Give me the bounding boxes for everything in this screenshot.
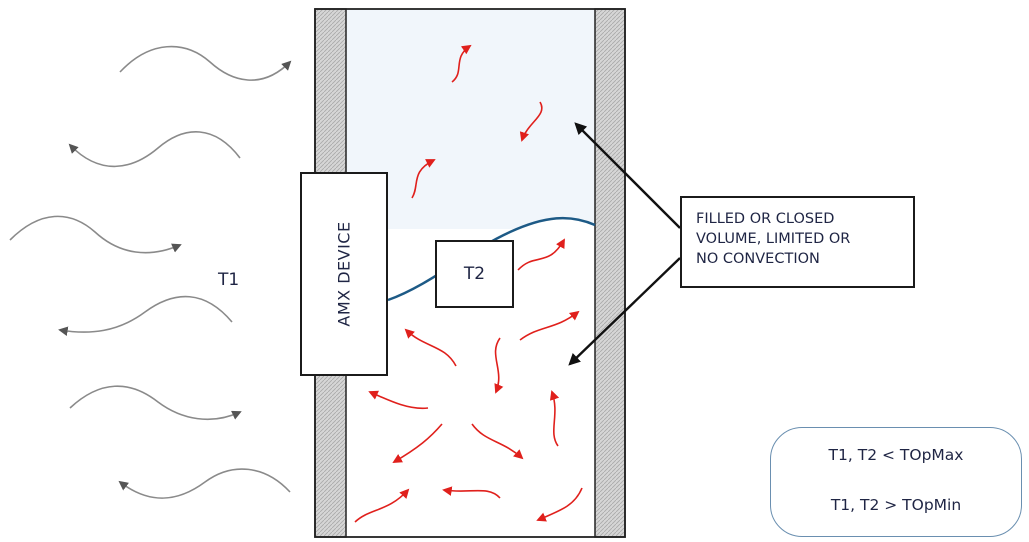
min-condition: T1, T2 > TOpMin xyxy=(830,496,962,514)
convection-arrow xyxy=(354,488,410,523)
callout-pointers xyxy=(568,122,681,366)
airflow-arrow xyxy=(119,45,292,81)
airflow-arrow xyxy=(58,295,233,336)
convection-arrow xyxy=(517,238,565,271)
convection-arrow xyxy=(519,310,580,341)
right-wall xyxy=(594,8,626,538)
amx-device-label: AMX DEVICE xyxy=(334,221,354,327)
convection-arrow xyxy=(368,390,429,410)
internal-temp-box: T2 xyxy=(435,240,514,308)
airflow-arrow xyxy=(118,468,291,499)
max-condition: T1, T2 < TOpMax xyxy=(828,446,964,464)
volume-callout-box: FILLED OR CLOSED VOLUME, LIMITED OR NO C… xyxy=(680,196,915,288)
callout-line: NO CONVECTION xyxy=(696,251,820,267)
fill-level-line xyxy=(387,216,596,302)
operating-conditions-box: T1, T2 < TOpMax T1, T2 > TOpMin xyxy=(770,427,1022,537)
convection-arrow xyxy=(471,423,524,460)
convection-arrow xyxy=(549,390,560,447)
callout-line: FILLED OR CLOSED xyxy=(696,211,835,227)
airflow-arrow xyxy=(9,215,182,254)
convection-arrow xyxy=(392,423,443,463)
pointer-arrow-lower xyxy=(568,257,681,366)
internal-convection xyxy=(354,44,583,523)
callout-line: VOLUME, LIMITED OR xyxy=(696,231,851,247)
airflow-arrow xyxy=(68,131,241,168)
ambient-airflow xyxy=(9,45,292,499)
convection-arrow xyxy=(442,486,501,499)
internal-temp-label: T2 xyxy=(463,264,486,284)
ambient-temp-label: T1 xyxy=(218,270,240,290)
convection-arrow xyxy=(411,159,436,199)
convection-arrow xyxy=(494,337,504,394)
convection-arrow xyxy=(536,487,583,522)
pointer-arrow-upper xyxy=(574,122,681,229)
convection-arrow xyxy=(451,44,472,83)
amx-device-box: AMX DEVICE xyxy=(300,172,388,376)
convection-arrow xyxy=(404,328,457,367)
convection-arrow xyxy=(519,101,543,142)
airflow-arrow xyxy=(69,385,242,421)
